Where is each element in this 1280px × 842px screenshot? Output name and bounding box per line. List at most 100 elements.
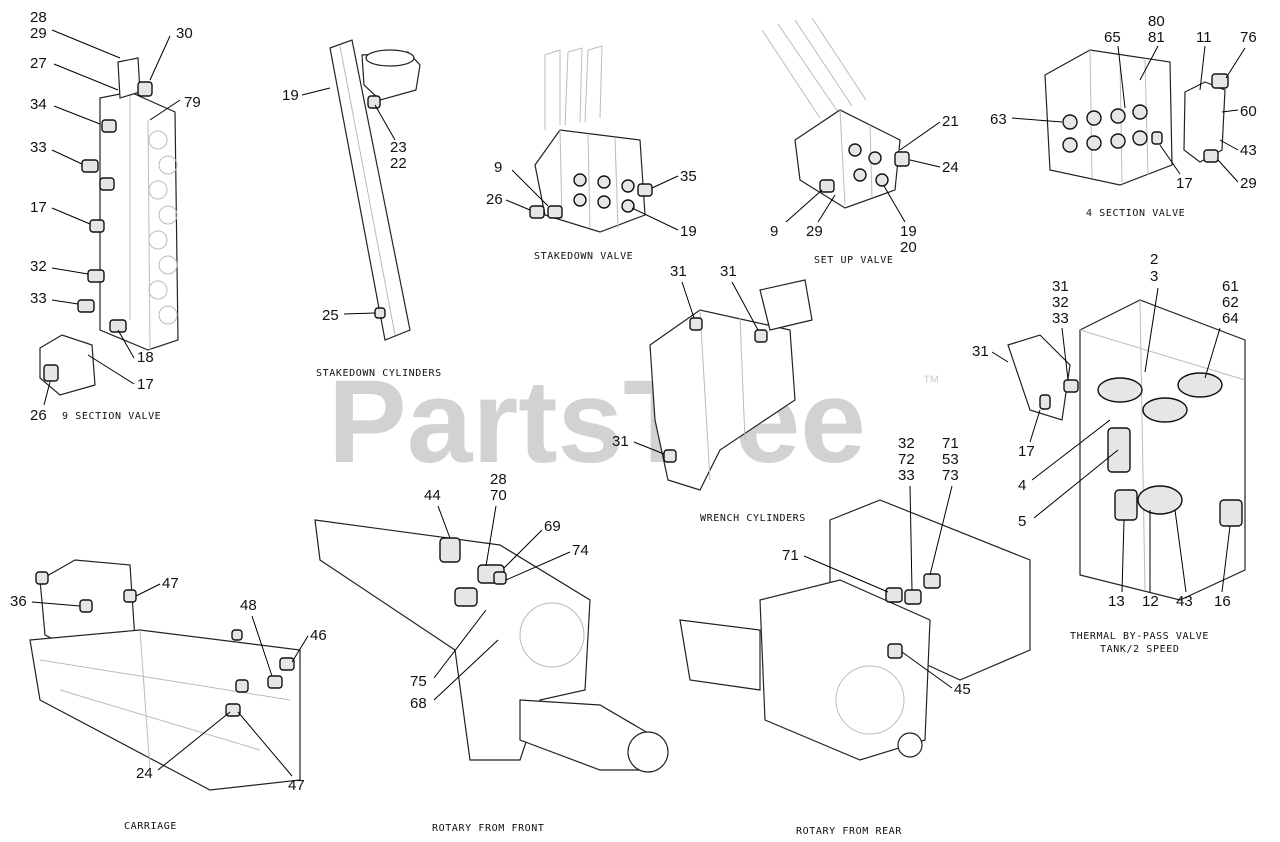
callout: 32	[1052, 294, 1069, 311]
callout: 61	[1222, 278, 1239, 295]
set-up-valve-callouts: 21 24 9 29 19 20 SET UP VALVE	[770, 113, 959, 266]
callout: 29	[1240, 175, 1257, 192]
caption-tank-2-speed: TANK/2 SPEED	[1100, 644, 1179, 655]
callout: 17	[30, 199, 47, 216]
caption-thermal-bypass-valve: THERMAL BY-PASS VALVE	[1070, 631, 1209, 642]
caption-set-up-valve: SET UP VALVE	[814, 255, 893, 266]
callout: 43	[1240, 142, 1257, 159]
callout: 35	[680, 168, 697, 185]
callout: 80	[1148, 13, 1165, 30]
caption-rotary-from-front: ROTARY FROM FRONT	[432, 823, 545, 834]
callout: 71	[942, 435, 959, 452]
caption-stakedown-cylinders: STAKEDOWN CYLINDERS	[316, 368, 442, 379]
carriage-callouts: 47 36 48 46 24 47 CARRIAGE	[10, 575, 327, 832]
rotary-from-front-assembly	[314, 519, 669, 773]
callout: 53	[942, 451, 959, 468]
callout: 33	[1052, 310, 1069, 327]
stakedown-valve-assembly	[529, 45, 653, 233]
callout: 29	[806, 223, 823, 240]
svg-text:™: ™	[922, 372, 940, 392]
callout: 16	[1214, 593, 1231, 610]
callout: 13	[1108, 593, 1125, 610]
nine-section-valve-assembly	[39, 57, 179, 396]
rotary-front-callouts: 44 28 70 69 74 75 68 ROTARY FROM FRONT	[410, 471, 589, 834]
callout: 31	[1052, 278, 1069, 295]
callout: 4	[1018, 477, 1026, 494]
four-section-callouts: 80 81 65 11 76 63 60 43 17 29 4 SECTION …	[990, 13, 1257, 219]
callout: 73	[942, 467, 959, 484]
rotary-rear-callouts: 32 72 33 71 53 73 71 45 ROTARY FROM REAR	[782, 435, 971, 837]
callout: 12	[1142, 593, 1159, 610]
callout: 65	[1104, 29, 1121, 46]
callout: 28	[30, 9, 47, 26]
callout: 19	[680, 223, 697, 240]
callout: 18	[137, 349, 154, 366]
callout: 47	[162, 575, 179, 592]
callout: 62	[1222, 294, 1239, 311]
callout: 28	[490, 471, 507, 488]
callout: 23	[390, 139, 407, 156]
callout: 31	[972, 343, 989, 360]
callout: 76	[1240, 29, 1257, 46]
callout: 32	[898, 435, 915, 452]
callout: 45	[954, 681, 971, 698]
callout: 63	[990, 111, 1007, 128]
callout: 24	[136, 765, 153, 782]
callout: 32	[30, 258, 47, 275]
stakedown-cylinders-assembly	[329, 39, 421, 341]
caption-stakedown-valve: STAKEDOWN VALVE	[534, 251, 633, 262]
callout: 36	[10, 593, 27, 610]
callout: 22	[390, 155, 407, 172]
set-up-valve-assembly	[761, 17, 910, 209]
partstree-watermark: PartsTree ™	[328, 356, 940, 488]
callout: 74	[572, 542, 589, 559]
callout: 27	[30, 55, 47, 72]
callout: 33	[30, 139, 47, 156]
callout: 25	[322, 307, 339, 324]
callout: 33	[898, 467, 915, 484]
caption-4-section-valve: 4 SECTION VALVE	[1086, 208, 1185, 219]
caption-9-section-valve: 9 SECTION VALVE	[62, 411, 161, 422]
four-section-valve-assembly	[1044, 49, 1229, 186]
caption-rotary-from-rear: ROTARY FROM REAR	[796, 826, 902, 837]
callout: 21	[942, 113, 959, 130]
callout: 46	[310, 627, 327, 644]
callout: 60	[1240, 103, 1257, 120]
callout: 79	[184, 94, 201, 111]
callout: 33	[30, 290, 47, 307]
callout: 20	[900, 239, 917, 256]
callout: 31	[720, 263, 737, 280]
stakedown-valve-callouts: 9 26 35 19 STAKEDOWN VALVE	[486, 159, 697, 262]
callout: 31	[670, 263, 687, 280]
callout: 29	[30, 25, 47, 42]
callout: 71	[782, 547, 799, 564]
callout: 24	[942, 159, 959, 176]
callout: 47	[288, 777, 305, 794]
callout: 2	[1150, 251, 1158, 268]
callout: 17	[1018, 443, 1035, 460]
caption-wrench-cylinders: WRENCH CYLINDERS	[700, 513, 806, 524]
callout: 70	[490, 487, 507, 504]
wrench-cylinders-callouts: 31 31 31 WRENCH CYLINDERS	[612, 263, 806, 524]
callout: 30	[176, 25, 193, 42]
callout: 19	[900, 223, 917, 240]
thermal-bypass-valve-assembly	[1007, 299, 1246, 601]
carriage-assembly	[29, 559, 301, 791]
rotary-from-rear-assembly	[679, 499, 1031, 761]
callout: 26	[486, 191, 503, 208]
nine-section-callouts: 28 29 30 27 34 79 33 17 32 33 18 17 26 9…	[30, 9, 201, 424]
callout: 64	[1222, 310, 1239, 327]
stakedown-cylinders-callouts: 19 23 22 25 STAKEDOWN CYLINDERS	[282, 87, 442, 379]
callout: 9	[494, 159, 502, 176]
callout: 44	[424, 487, 441, 504]
caption-carriage: CARRIAGE	[124, 821, 177, 832]
callout: 9	[770, 223, 778, 240]
wrench-cylinders-assembly	[649, 279, 813, 491]
callout: 17	[137, 376, 154, 393]
thermal-bypass-callouts: 2 3 31 32 33 61 62 64 31 17 4 5 13 12 43…	[972, 251, 1239, 655]
callout: 31	[612, 433, 629, 450]
callout: 5	[1018, 513, 1026, 530]
callout: 17	[1176, 175, 1193, 192]
callout: 19	[282, 87, 299, 104]
